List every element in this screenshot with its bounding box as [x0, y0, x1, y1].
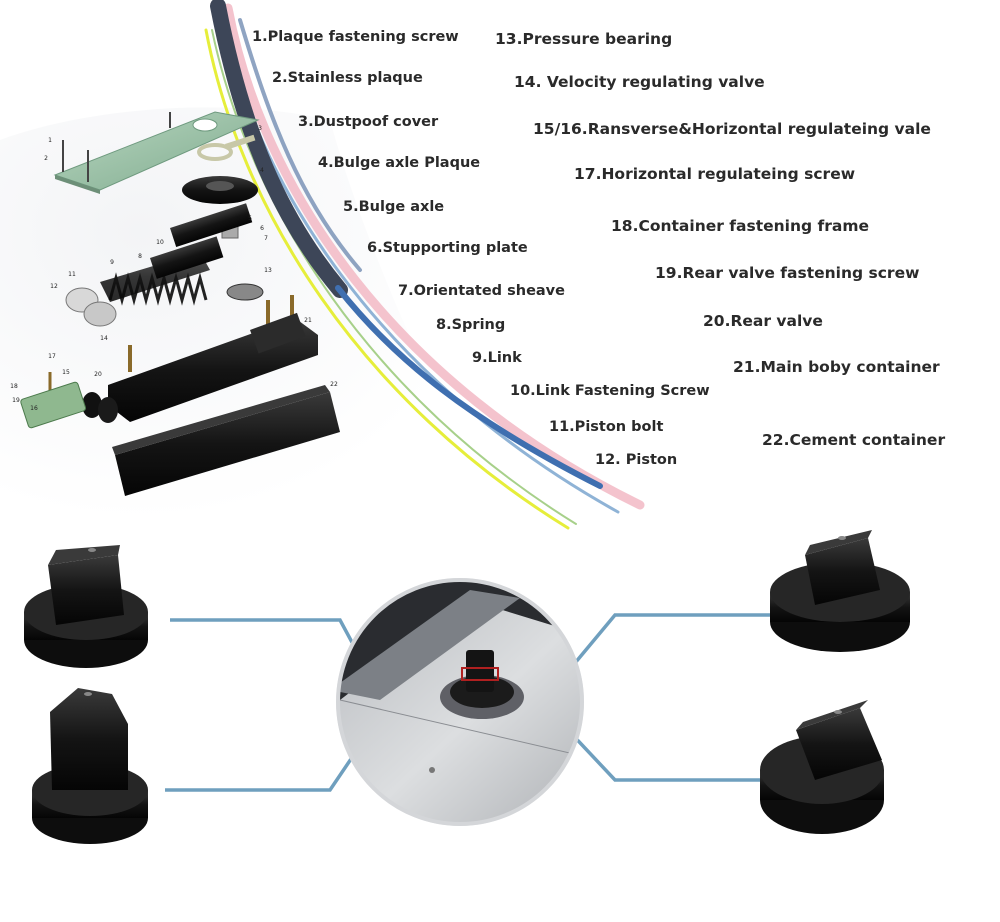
svg-text:11: 11	[68, 271, 76, 278]
label-part-8: 8.Spring	[436, 317, 506, 333]
label-part-18: 18.Container fastening frame	[611, 217, 870, 235]
svg-text:22: 22	[330, 381, 338, 388]
label-part-21: 21.Main boby container	[733, 358, 940, 376]
label-part-9: 9.Link	[472, 350, 522, 366]
curved-stripes	[204, 0, 645, 530]
label-part-19: 19.Rear valve fastening screw	[655, 264, 920, 282]
svg-text:20: 20	[94, 371, 102, 378]
spindle-cap-top-left	[24, 545, 148, 668]
label-part-1: 1.Plaque fastening screw	[252, 29, 459, 45]
svg-text:4: 4	[260, 167, 264, 174]
svg-text:9: 9	[110, 259, 114, 266]
svg-text:1: 1	[48, 137, 52, 144]
label-part-2: 2.Stainless plaque	[272, 70, 423, 86]
svg-text:17: 17	[48, 353, 56, 360]
exploded-view: 1 2 3 4 5 6 7 8 9 10 11 12 13 14 15 16 1…	[10, 111, 340, 496]
label-part-11: 11.Piston bolt	[549, 419, 664, 435]
svg-text:7: 7	[264, 235, 268, 242]
label-part-3: 3.Dustpoof cover	[298, 114, 439, 130]
label-part-15-16: 15/16.Ransverse&Horizontal regulateing v…	[533, 120, 931, 138]
label-part-13: 13.Pressure bearing	[495, 30, 673, 48]
magnified-view	[336, 578, 584, 826]
label-part-14: 14. Velocity regulating valve	[514, 73, 765, 91]
svg-text:19: 19	[12, 397, 20, 404]
spindle-cap-top-right	[770, 530, 910, 652]
svg-text:3: 3	[258, 125, 262, 132]
label-part-17: 17.Horizontal regulateing screw	[574, 165, 856, 183]
label-part-6: 6.Stupporting plate	[367, 240, 528, 256]
label-part-7: 7.Orientated sheave	[398, 283, 565, 299]
svg-text:12: 12	[50, 283, 58, 290]
cement-container-shape	[115, 392, 340, 496]
svg-text:18: 18	[10, 383, 18, 390]
svg-text:8: 8	[138, 253, 142, 260]
svg-text:10: 10	[156, 239, 164, 246]
svg-text:15: 15	[62, 369, 70, 376]
svg-text:16: 16	[30, 405, 38, 412]
label-part-12: 12. Piston	[595, 452, 678, 468]
svg-text:5: 5	[248, 215, 252, 222]
label-part-4: 4.Bulge axle Plaque	[318, 155, 481, 171]
callout-numbers: 1 2 3 4 5 6 7 8 9 10 11 12 13 14 15 16 1…	[10, 125, 338, 412]
label-part-20: 20.Rear valve	[703, 312, 823, 330]
svg-text:14: 14	[100, 335, 108, 342]
svg-text:6: 6	[260, 225, 264, 232]
label-part-10: 10.Link Fastening Screw	[510, 383, 710, 399]
svg-text:2: 2	[44, 155, 48, 162]
label-part-5: 5.Bulge axle	[343, 199, 445, 215]
label-part-22: 22.Cement container	[762, 431, 946, 449]
svg-text:13: 13	[264, 267, 272, 274]
spindle-cap-bottom-left	[32, 688, 148, 844]
svg-text:21: 21	[304, 317, 312, 324]
spindle-cap-bottom-right	[760, 700, 884, 834]
